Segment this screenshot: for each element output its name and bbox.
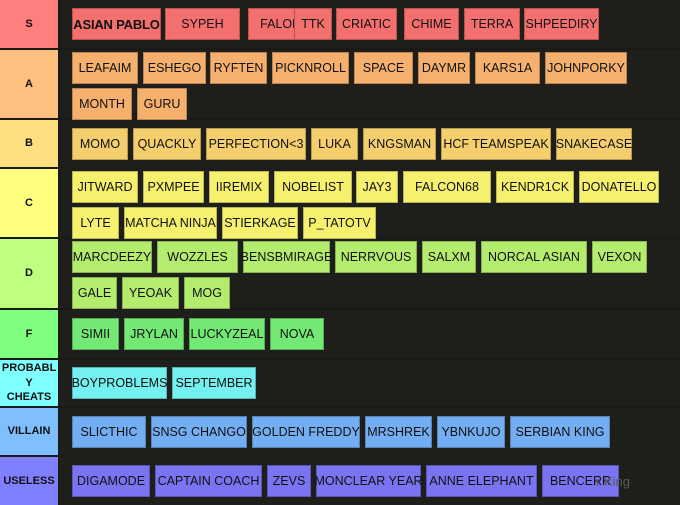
tier-item[interactable]: GURU (137, 88, 187, 120)
tier-item[interactable]: DAYMR (418, 52, 470, 84)
tier-item[interactable]: SPACE (354, 52, 413, 84)
tier-item[interactable]: DONATELLO (579, 171, 659, 203)
tier-item[interactable]: SERBIAN KING (510, 416, 610, 448)
tier-item[interactable]: MONTH (72, 88, 132, 120)
tier-item[interactable]: SEPTEMBER (172, 367, 256, 399)
tier-label[interactable]: USELESS (0, 457, 58, 505)
tier-item[interactable]: LYTE (72, 207, 119, 239)
tier-item[interactable]: BENCERR (542, 465, 619, 497)
tier-item[interactable]: DIGAMODE (72, 465, 150, 497)
tier-item[interactable]: SNAKECASE (556, 128, 632, 160)
tier-label[interactable]: B (0, 120, 58, 167)
tier-item[interactable]: LEAFAIM (72, 52, 138, 84)
tier-item[interactable]: ASIAN PABLO (72, 8, 161, 40)
tier-label[interactable]: D (0, 239, 58, 308)
tier-item[interactable]: SHPEEDIRY (524, 8, 599, 40)
tier-item[interactable]: MOG (184, 277, 230, 309)
tier-item[interactable]: ANNE ELEPHANT (426, 465, 537, 497)
tier-label[interactable]: A (0, 50, 58, 118)
tier-item[interactable]: NOVA (270, 318, 324, 350)
tier-item[interactable]: P_TATOTV (303, 207, 376, 239)
tier-item[interactable]: CRIATIC (336, 8, 397, 40)
watermark: r King (596, 474, 630, 489)
tier-label[interactable]: F (0, 310, 58, 358)
tier-item[interactable]: STIERKAGE (222, 207, 298, 239)
tier-item[interactable]: JOHNPORKY (545, 52, 627, 84)
tier-item[interactable]: RYFTEN (210, 52, 267, 84)
tier-item[interactable]: YEOAK (122, 277, 179, 309)
tier-item[interactable]: KNGSMAN (363, 128, 436, 160)
tier-item[interactable]: CHIME (404, 8, 459, 40)
tier-item[interactable]: PERFECTION<3 (206, 128, 306, 160)
tier-item[interactable]: BENSBMIRAGE (241, 241, 332, 273)
tier-item[interactable]: MATCHA NINJA (124, 207, 217, 239)
tier-item[interactable]: SIMII (72, 318, 119, 350)
tier-item[interactable]: GOLDEN FREDDY (252, 416, 360, 448)
tier-item[interactable]: VEXON (592, 241, 647, 273)
tier-label[interactable]: S (0, 0, 58, 48)
tier-item[interactable]: ESHEGO (143, 52, 206, 84)
tier-item[interactable]: SLICTHIC (72, 416, 146, 448)
tier-item[interactable]: IIREMIX (209, 171, 269, 203)
tier-item[interactable]: PXMPEE (143, 171, 204, 203)
tier-item[interactable]: NERRVOUS (335, 241, 417, 273)
tier-item[interactable]: MONCLEAR YEAR (314, 465, 423, 497)
tier-item[interactable]: LUKA (311, 128, 358, 160)
tier-item[interactable]: JITWARD (72, 171, 138, 203)
tier-item[interactable]: CAPTAIN COACH (155, 465, 262, 497)
tier-item[interactable]: BOYPROBLEMS (72, 367, 167, 399)
tier-label[interactable]: C (0, 169, 58, 237)
tier-label[interactable]: VILLAIN (0, 408, 58, 455)
tier-item[interactable]: YBNKUJO (437, 416, 505, 448)
tier-item[interactable]: HCF TEAMSPEAK (441, 128, 551, 160)
tier-item[interactable]: LUCKYZEAL (189, 318, 265, 350)
tier-item[interactable]: MRSHREK (365, 416, 432, 448)
tier-item[interactable]: PICKNROLL (272, 52, 349, 84)
tier-item[interactable]: SYPEH (165, 8, 240, 40)
tier-item[interactable]: WOZZLES (157, 241, 238, 273)
tier-item[interactable]: NOBELIST (274, 171, 352, 203)
tier-label[interactable]: PROBABL Y CHEATS (0, 360, 58, 406)
tier-item[interactable]: KENDR1CK (496, 171, 574, 203)
tier-item[interactable]: MARCDEEZY (72, 241, 152, 273)
tier-item[interactable]: GALE (72, 277, 117, 309)
tier-item[interactable]: KARS1A (475, 52, 540, 84)
tier-item[interactable]: TTK (294, 8, 332, 40)
tier-item[interactable]: QUACKLY (133, 128, 201, 160)
tier-item[interactable]: JAY3 (356, 171, 398, 203)
tier-item[interactable]: SALXM (422, 241, 476, 273)
tier-item[interactable]: ZEVS (267, 465, 311, 497)
tier-item[interactable]: MOMO (72, 128, 128, 160)
tier-item[interactable]: FALCON68 (403, 171, 491, 203)
tier-item[interactable]: TERRA (464, 8, 520, 40)
tier-item[interactable]: SNSG CHANGO (151, 416, 247, 448)
tier-item[interactable]: JRYLAN (124, 318, 184, 350)
tier-item[interactable]: NORCAL ASIAN (481, 241, 587, 273)
